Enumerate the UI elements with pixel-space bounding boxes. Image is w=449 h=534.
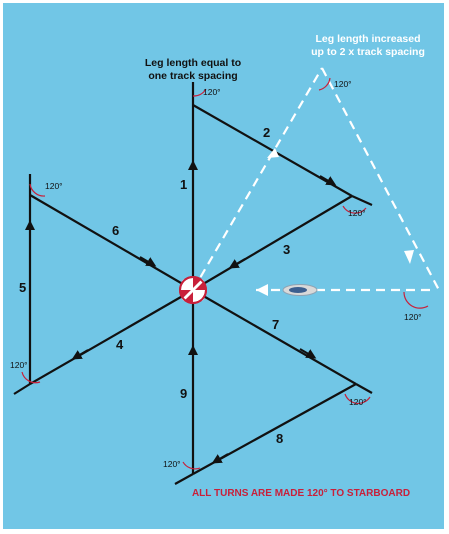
expanded-leg-down	[321, 67, 441, 293]
leg-5-label: 5	[19, 280, 26, 295]
turn-arc-6	[182, 461, 201, 470]
datum-marker-icon	[179, 276, 207, 304]
leg-4-arrow	[71, 349, 89, 360]
angle-label: 120°	[45, 181, 63, 191]
angle-label: 120°	[203, 87, 221, 97]
angle-label: 120°	[163, 459, 181, 469]
leg-2-label: 2	[263, 125, 270, 140]
leg-8-label: 8	[276, 431, 283, 446]
leg-4-label: 4	[116, 337, 124, 352]
angle-label: 120°	[349, 397, 367, 407]
angle-label: 120°	[334, 79, 352, 89]
leg-1-label: 1	[180, 177, 187, 192]
leg-2-line	[192, 104, 353, 197]
expanded-arrow-down	[404, 250, 414, 264]
search-pattern-diagram: 120° 120° 120° 120° 120° 120° 120° 120° …	[10, 33, 441, 499]
turn-stub-4-5	[13, 383, 31, 395]
turn-stub-7-8	[355, 383, 373, 394]
vessel-icon	[282, 284, 318, 296]
note-increased-line2: up to 2 x track spacing	[311, 46, 425, 58]
leg-6-arrow	[139, 256, 157, 267]
leg-9-label: 9	[180, 386, 187, 401]
expanded-arrow-back	[256, 284, 268, 296]
leg-7-line	[192, 289, 357, 385]
angle-label: 120°	[404, 312, 422, 322]
leg-9-arrow	[188, 345, 198, 355]
note-increased-line1: Leg length increased	[315, 33, 420, 45]
turn-arc-2	[342, 205, 367, 214]
turn-stub-8-9	[174, 473, 194, 485]
turn-arc-5	[344, 393, 371, 405]
turn-arc-7	[318, 77, 331, 91]
leg-2-arrow	[319, 175, 337, 186]
turn-rule-footer: ALL TURNS ARE MADE 120° TO STARBOARD	[192, 488, 410, 499]
expanded-arrow-up	[267, 148, 279, 158]
leg-6-line	[29, 194, 194, 291]
leg-7-label: 7	[272, 317, 279, 332]
leg-3-arrow	[228, 258, 246, 269]
diagram-panel: 120° 120° 120° 120° 120° 120° 120° 120° …	[3, 3, 444, 529]
angle-label: 120°	[348, 208, 366, 218]
turn-stub-2-3	[351, 194, 373, 207]
leg-3-label: 3	[283, 242, 290, 257]
leg-4-line	[29, 289, 194, 385]
note-equal-line1: Leg length equal to	[145, 57, 241, 69]
leg-1-arrow	[188, 160, 198, 170]
leg-7-arrow	[299, 348, 317, 359]
note-equal-line2: one track spacing	[148, 70, 237, 82]
angle-label: 120°	[10, 360, 28, 370]
turn-arc-4	[21, 371, 41, 384]
turn-arc-1	[192, 88, 207, 97]
leg-5-arrow	[25, 220, 35, 230]
expanded-leg-up	[192, 67, 323, 291]
turn-arc-8	[403, 291, 429, 309]
leg-3-line	[192, 195, 353, 291]
leg-8-arrow	[211, 453, 229, 464]
turn-arc-3	[29, 183, 46, 197]
leg-6-label: 6	[112, 223, 119, 238]
